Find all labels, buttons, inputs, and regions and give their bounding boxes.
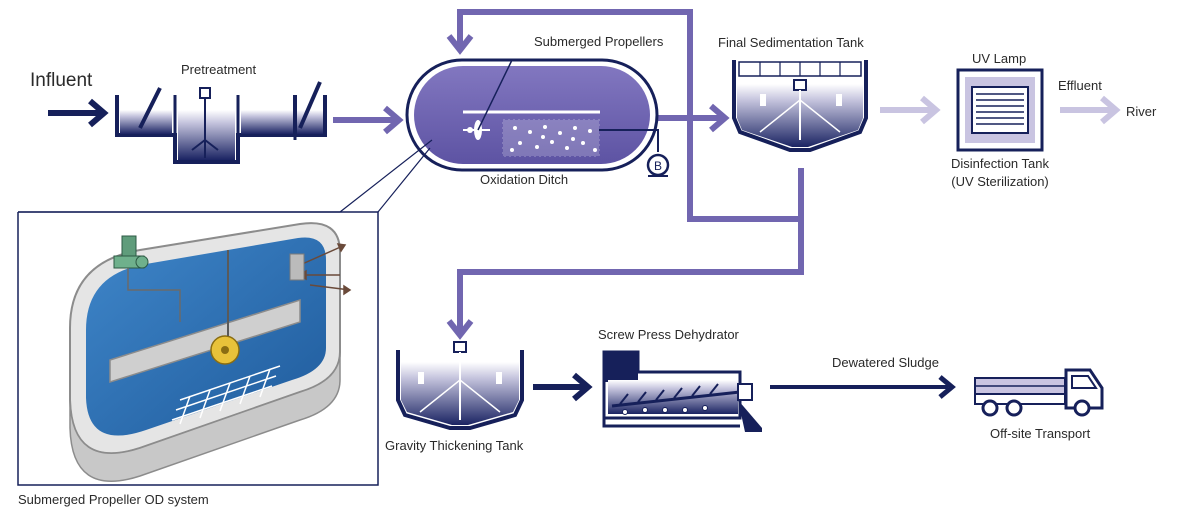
press-to-truck-arrow <box>770 375 956 399</box>
river-label: River <box>1126 104 1157 119</box>
influent-arrow <box>48 98 109 128</box>
sedimentation-to-uv-arrow <box>880 95 941 125</box>
thickener-to-press-arrow <box>533 372 593 402</box>
oxidation-ditch <box>405 58 659 172</box>
blower-icon <box>646 153 670 177</box>
effluent-label: Effluent <box>1058 78 1102 93</box>
submerged-propellers-label: Submerged Propellers <box>534 34 664 49</box>
pretreatment-to-od-arrow <box>333 105 404 135</box>
od-to-sedimentation-arrow <box>650 103 730 133</box>
screw-press-dehydrator-label: Screw Press Dehydrator <box>598 327 739 342</box>
final-sedimentation-tank <box>732 60 868 152</box>
gravity-thickening-tank <box>396 341 524 430</box>
influent-label: Influent <box>30 70 93 91</box>
disinfection-tank-label: Disinfection Tank <box>950 156 1050 171</box>
uv-sterilization-label: (UV Sterilization) <box>951 174 1049 189</box>
dewatered-sludge-label: Dewatered Sludge <box>832 355 939 370</box>
truck-icon <box>974 368 1104 417</box>
return-sludge-arrow <box>446 9 693 118</box>
uv-to-river-arrow <box>1060 95 1121 125</box>
oxidation-ditch-label: Oxidation Ditch <box>480 172 569 187</box>
propeller-icon <box>463 59 513 140</box>
inset-caption: Submerged Propeller OD system <box>18 492 209 507</box>
pretreatment-label: Pretreatment <box>181 62 257 77</box>
blower-label: B <box>654 159 662 173</box>
final-sedimentation-tank-label: Final Sedimentation Tank <box>718 35 864 50</box>
gravity-thickening-tank-label: Gravity Thickening Tank <box>385 438 524 453</box>
pretreatment-unit <box>115 81 327 164</box>
waste-sludge-arrow <box>446 118 804 340</box>
screw-press-dehydrator <box>602 350 762 432</box>
inset-illustration <box>17 139 433 486</box>
uv-lamp-label: UV Lamp <box>972 51 1027 66</box>
uv-lamp-icon <box>956 68 1044 152</box>
offsite-transport-label: Off-site Transport <box>990 426 1091 441</box>
